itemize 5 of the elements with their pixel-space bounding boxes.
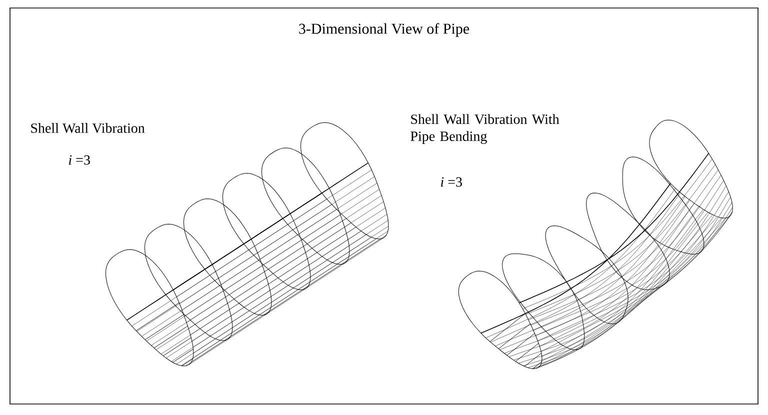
mode-label: i =3 xyxy=(441,177,462,187)
mode-label: i =3 xyxy=(68,155,90,165)
pipe-label: Shell Wall Vibration xyxy=(31,123,145,133)
pipe-label: Shell Wall Vibration With Pipe Bending xyxy=(410,114,560,144)
title: 3-Dimensional View of Pipe xyxy=(299,23,470,37)
